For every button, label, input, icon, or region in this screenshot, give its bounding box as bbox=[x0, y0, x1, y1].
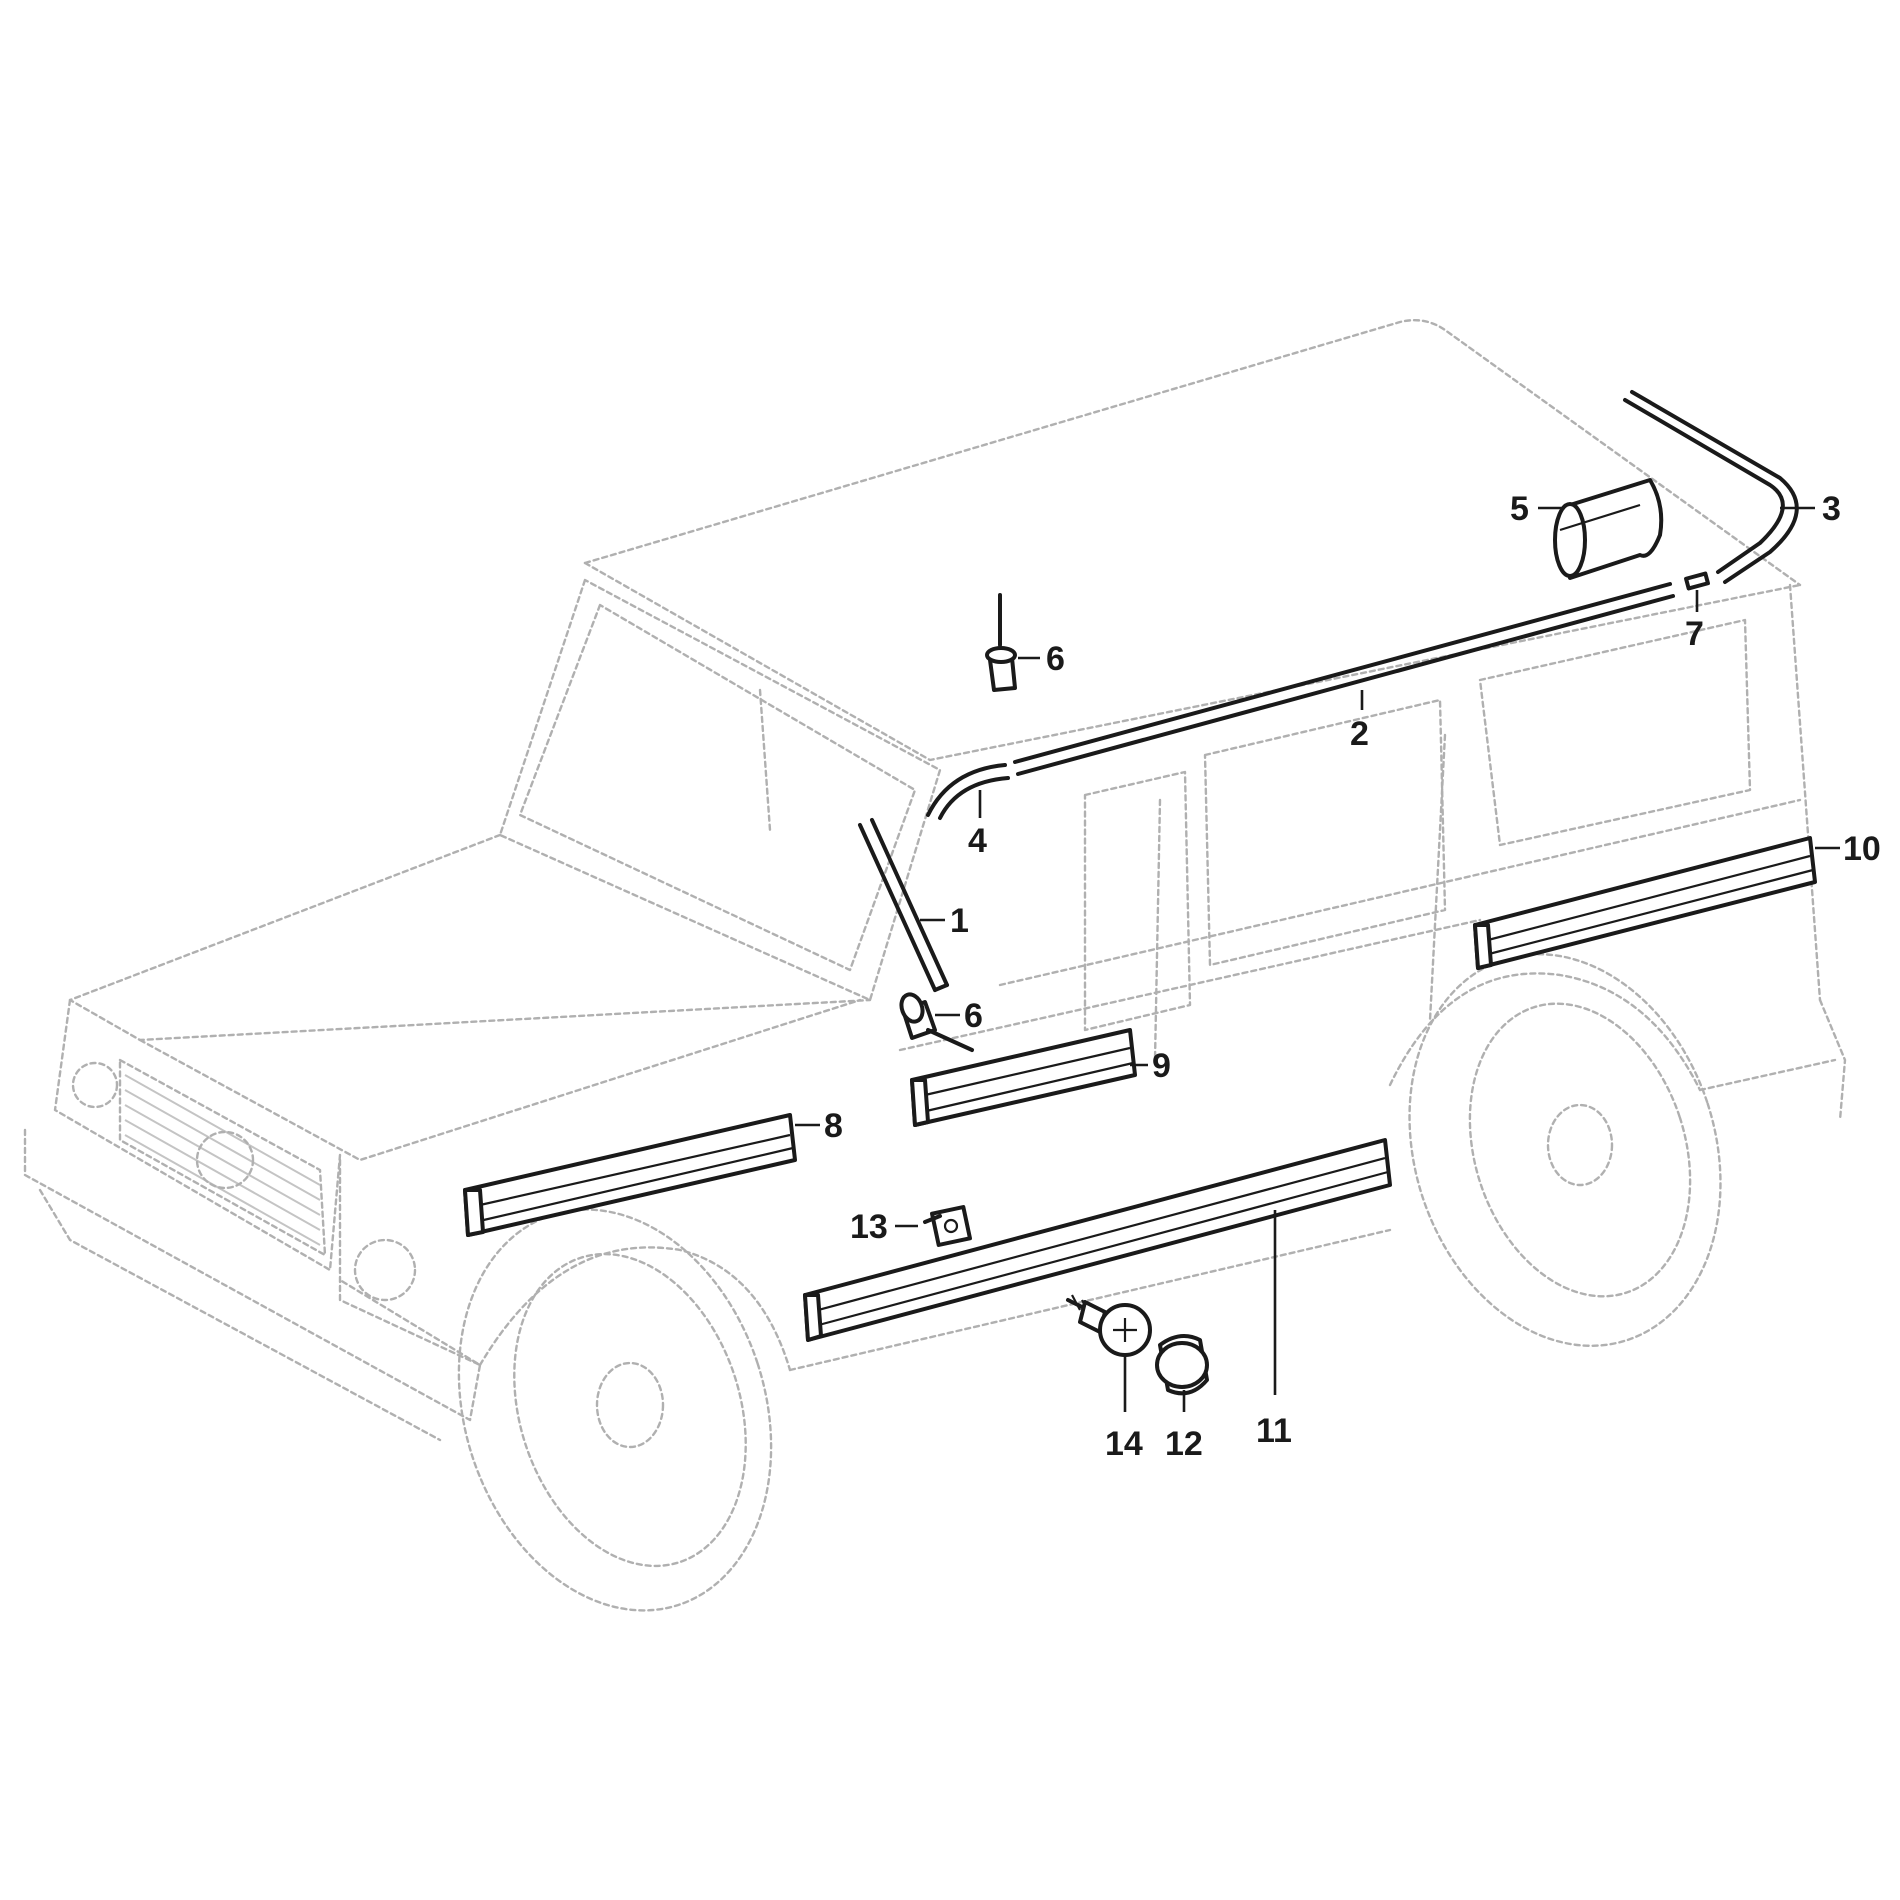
grille-slats bbox=[124, 1074, 321, 1246]
callout-4: 4 bbox=[968, 822, 987, 860]
headlight-right-outline bbox=[353, 1238, 417, 1302]
rear-wheel-outline bbox=[1408, 953, 1722, 1347]
emblem-outline bbox=[195, 1130, 255, 1190]
headlight-left-outline bbox=[71, 1061, 119, 1109]
part-13-clip-nut bbox=[923, 1205, 972, 1247]
callout-10: 10 bbox=[1843, 830, 1881, 868]
part-7-joint-piece bbox=[1684, 571, 1710, 591]
part-8-fender-molding bbox=[463, 1113, 797, 1237]
part-12-cap bbox=[1155, 1334, 1209, 1396]
callout-1: 1 bbox=[950, 902, 969, 940]
part-6-upper-clip bbox=[985, 593, 1017, 692]
callout-6-upper: 6 bbox=[1046, 640, 1065, 678]
callout-3: 3 bbox=[1822, 490, 1841, 528]
part-9-door-molding bbox=[910, 1028, 1137, 1127]
part-14-screw bbox=[1066, 1294, 1152, 1357]
part-10-rear-molding bbox=[1473, 836, 1817, 970]
callout-5: 5 bbox=[1510, 490, 1529, 528]
rear-hub-outline bbox=[1546, 1103, 1614, 1187]
part-1-a-pillar-molding bbox=[858, 818, 949, 992]
callout-14: 14 bbox=[1105, 1425, 1143, 1463]
callout-11: 11 bbox=[1256, 1412, 1292, 1450]
leader-lines bbox=[795, 506, 1840, 1412]
vehicle-outline bbox=[23, 319, 1847, 1612]
part-11-sill-molding bbox=[803, 1138, 1392, 1342]
part-2-roof-molding bbox=[1013, 582, 1675, 776]
callout-2: 2 bbox=[1350, 715, 1369, 753]
callout-9: 9 bbox=[1152, 1047, 1171, 1085]
part-5-sleeve bbox=[1553, 478, 1664, 580]
part-3-rear-molding bbox=[1623, 390, 1799, 584]
callout-8: 8 bbox=[824, 1107, 843, 1145]
part-4-corner-molding bbox=[926, 763, 1010, 820]
part-6-lower-clip bbox=[899, 992, 974, 1052]
callout-12: 12 bbox=[1165, 1425, 1203, 1463]
front-hub-outline bbox=[595, 1361, 665, 1449]
callout-6-lower: 6 bbox=[964, 997, 983, 1035]
callout-7: 7 bbox=[1685, 615, 1704, 653]
callout-13: 13 bbox=[850, 1208, 888, 1246]
